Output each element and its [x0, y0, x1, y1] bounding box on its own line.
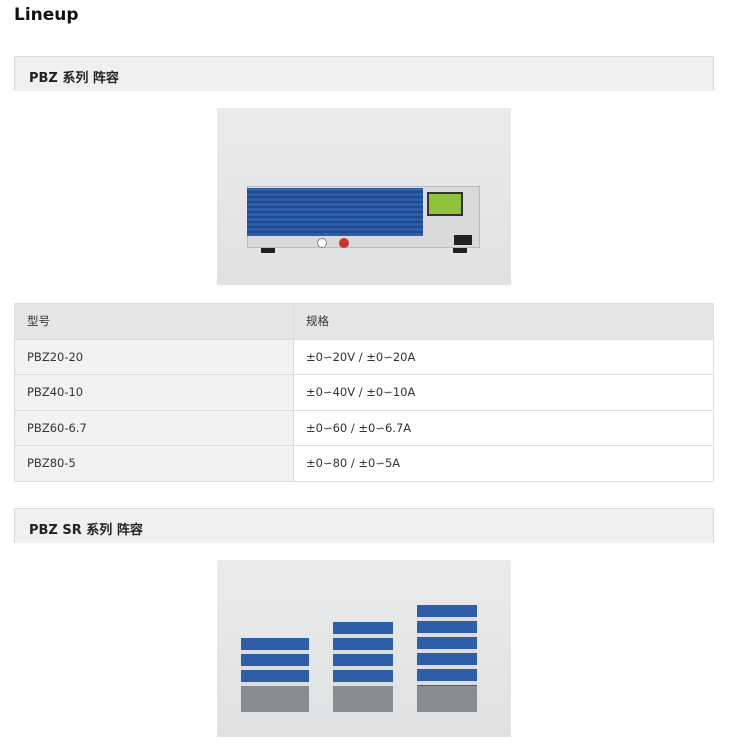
spec-cell: ±0∽80 / ±0∽5A: [293, 445, 714, 482]
spec-cell: ±0∽20V / ±0∽20A: [293, 338, 714, 375]
table-row: PBZ40-10±0∽40V / ±0∽10A: [14, 374, 714, 411]
model-cell: PBZ60-6.7: [14, 409, 294, 446]
pbz-sr-product-image: [217, 560, 511, 737]
section-header-pbz-sr: PBZ SR 系列 阵容: [14, 508, 714, 543]
page-title: Lineup: [14, 5, 79, 25]
spec-cell: ±0∽60 / ±0∽6.7A: [293, 409, 714, 446]
spec-table: 型号 规格 PBZ20-20±0∽20V / ±0∽20A PBZ40-10±0…: [14, 303, 714, 482]
model-cell: PBZ40-10: [14, 374, 294, 411]
table-row: PBZ80-5±0∽80 / ±0∽5A: [14, 445, 714, 482]
model-cell: PBZ80-5: [14, 445, 294, 482]
spec-cell: ±0∽40V / ±0∽10A: [293, 374, 714, 411]
pbz-product-image: [217, 108, 511, 285]
model-cell: PBZ20-20: [14, 338, 294, 375]
table-row: PBZ20-20±0∽20V / ±0∽20A: [14, 338, 714, 375]
section-header-pbz: PBZ 系列 阵容: [14, 56, 714, 91]
table-header-row: 型号 规格: [14, 303, 714, 340]
header-model: 型号: [14, 303, 294, 340]
header-spec: 规格: [293, 303, 714, 340]
table-row: PBZ60-6.7±0∽60 / ±0∽6.7A: [14, 409, 714, 446]
